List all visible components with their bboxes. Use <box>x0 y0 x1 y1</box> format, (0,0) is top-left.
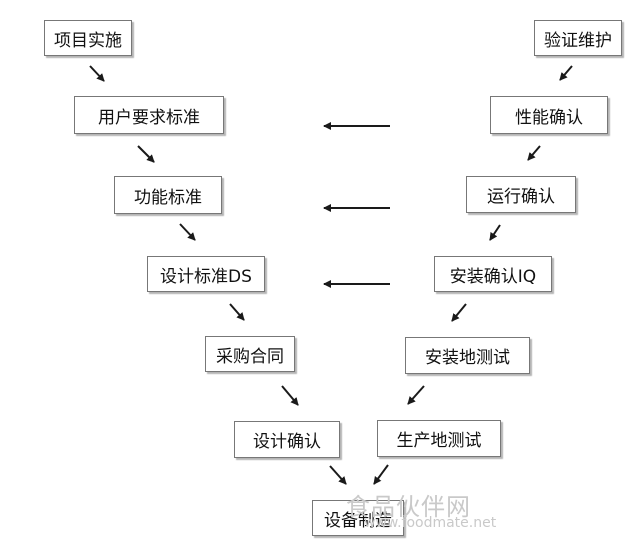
node-installation-qualification-iq: 安装确认IQ <box>434 256 552 292</box>
arrow-validation-to-performance <box>559 65 573 81</box>
arrow-site-test-to-factory-test <box>407 385 425 405</box>
arrow-design-standard-to-procurement <box>229 303 245 321</box>
arrow-factory-test-to-manufacturing <box>373 464 389 485</box>
arrow-user-requirement-to-functional <box>137 145 155 163</box>
node-functional-standard: 功能标准 <box>114 176 222 214</box>
arrow-design-confirmation-to-manufacturing <box>329 465 347 485</box>
arrow-functional-to-design-standard <box>179 223 196 241</box>
node-procurement-contract: 采购合同 <box>205 336 295 372</box>
node-user-requirement-standard: 用户要求标准 <box>74 96 224 134</box>
watermark-site-name: 食品伙伴网 <box>346 493 471 521</box>
watermark-url: www.foodmate.net <box>364 515 497 531</box>
arrow-procurement-to-design-confirmation <box>281 385 299 406</box>
arrow-performance-to-operation <box>527 145 541 161</box>
arrow-installation-to-site-test <box>451 303 467 322</box>
node-design-standard-ds: 设计标准DS <box>147 256 265 292</box>
node-validation-maintenance: 验证维护 <box>534 20 622 56</box>
node-equipment-manufacturing: 设备制造 <box>312 500 404 536</box>
node-operation-qualification: 运行确认 <box>466 176 576 213</box>
node-factory-acceptance-test: 生产地测试 <box>377 420 501 457</box>
node-design-confirmation: 设计确认 <box>234 421 340 458</box>
arrow-operation-to-installation <box>489 224 501 241</box>
node-site-acceptance-test: 安装地测试 <box>405 337 530 374</box>
arrow-project-to-user-requirement <box>89 65 105 82</box>
node-project-implementation: 项目实施 <box>44 20 132 56</box>
node-performance-qualification: 性能确认 <box>490 96 608 134</box>
